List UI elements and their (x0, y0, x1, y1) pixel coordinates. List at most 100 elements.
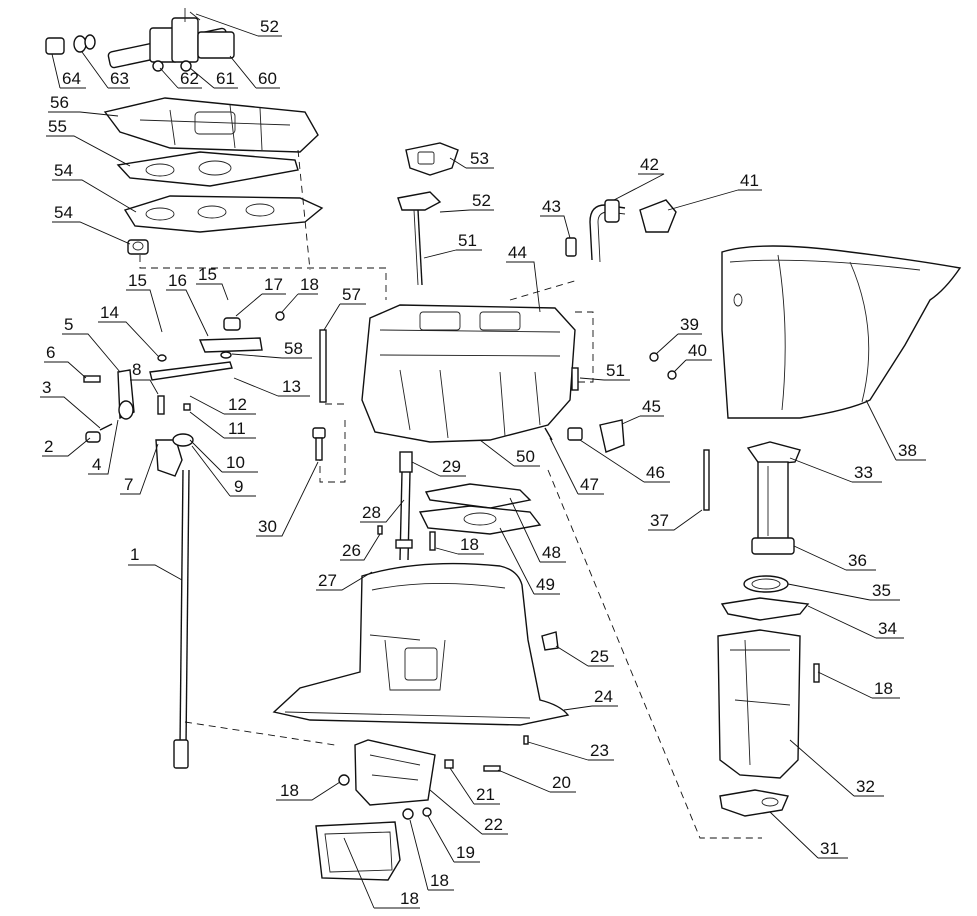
callout-26: 23 (527, 741, 614, 761)
callout-label: 26 (342, 541, 361, 560)
stud-bolt-part (312, 427, 326, 461)
callout-46: 43 (540, 197, 571, 239)
callout-45: 42 (613, 155, 665, 201)
callout-47: 44 (506, 243, 541, 313)
upper-housing-part (361, 304, 576, 443)
pin-part (523, 735, 529, 745)
callout-18a: 18 (281, 275, 319, 313)
callout-label: 17 (264, 275, 283, 294)
callout-37: 34 (807, 605, 904, 639)
nut-part (444, 759, 454, 769)
callout-label: 18 (300, 275, 319, 294)
callout-19: 18 (343, 837, 420, 909)
callout-label: 31 (820, 839, 839, 858)
nut-part (667, 370, 677, 380)
callout-8: 8 (130, 360, 159, 395)
callout-label: 51 (458, 231, 477, 250)
callout-label: 29 (442, 457, 461, 476)
callout-label: 23 (590, 741, 609, 760)
callout-32: 29 (411, 457, 466, 477)
callout-27: 24 (563, 687, 618, 711)
callout-label: 3 (42, 378, 51, 397)
callout-label: 47 (580, 475, 599, 494)
callout-label: 15 (198, 265, 217, 284)
bolt-part (813, 663, 820, 683)
callout-35: 32 (789, 739, 884, 797)
callout-18b: 18 (435, 535, 484, 555)
callout-51: 48 (509, 497, 566, 563)
callout-3: 3 (40, 378, 101, 429)
callout-label: 45 (642, 397, 661, 416)
callout-label: 48 (542, 543, 561, 562)
long-bolt-part (703, 449, 710, 511)
water-hose-part (565, 199, 677, 263)
callout-38: 35 (787, 581, 900, 601)
callout-36: 33 (789, 457, 882, 483)
callout-25: 22 (429, 789, 508, 835)
callout-67: 63 (81, 51, 130, 89)
callout-43: 40 (673, 341, 712, 373)
callout-22: 19 (427, 815, 480, 863)
assembly-lines (139, 149, 762, 839)
callout-label: 18 (430, 871, 449, 890)
bolt-part (483, 765, 501, 772)
skeg-plate-part (315, 821, 401, 881)
callout-label: 15 (128, 271, 147, 290)
callout-17: 17 (235, 275, 286, 317)
callout-60: 55 (46, 117, 131, 167)
callout-12: 12 (189, 395, 256, 415)
callout-label: 1 (130, 545, 139, 564)
callout-34: 31 (769, 811, 848, 859)
callout-label: 12 (228, 395, 247, 414)
callout-label: 24 (594, 687, 613, 706)
bearing-part (127, 239, 149, 255)
callout-64: 60 (229, 55, 280, 89)
callout-label: 40 (688, 341, 707, 360)
callout-15a: 15 (126, 271, 163, 333)
callout-20: 18 (276, 781, 341, 801)
callout-label: 22 (484, 815, 503, 834)
callout-label: 36 (848, 551, 867, 570)
callout-label: 56 (50, 93, 69, 112)
callout-24: 21 (449, 767, 500, 805)
callout-label: 38 (898, 441, 917, 460)
callout-label: 60 (258, 69, 277, 88)
valve-assembly-part (45, 8, 235, 72)
callout-59: 54 (52, 161, 137, 213)
callout-4: 4 (88, 419, 119, 475)
bolt-part (429, 531, 436, 551)
callout-label: 54 (54, 161, 73, 180)
callout-7: 7 (120, 443, 159, 495)
callout-16: 16 (166, 271, 209, 337)
callout-23: 20 (497, 769, 576, 793)
callout-label: 18 (874, 679, 893, 698)
callout-label: 51 (606, 361, 625, 380)
callout-label: 19 (456, 843, 475, 862)
callout-label: 33 (854, 463, 873, 482)
callout-label: 53 (470, 149, 489, 168)
callout-31: 28 (360, 499, 405, 523)
gasket-part (116, 151, 299, 187)
callout-label: 64 (62, 69, 81, 88)
callout-label: 18 (280, 781, 299, 800)
callout-label: 62 (180, 69, 199, 88)
callout-1: 1 (128, 545, 183, 581)
seal-ring-part (743, 575, 789, 593)
callout-label: 37 (650, 511, 669, 530)
callout-label: 39 (680, 315, 699, 334)
callout-label: 46 (646, 463, 665, 482)
callout-label: 61 (216, 69, 235, 88)
callout-label: 30 (258, 517, 277, 536)
callout-label: 9 (234, 477, 243, 496)
callout-56: 52 (439, 191, 494, 213)
callout-54a: 52 (195, 13, 282, 37)
callout-9: 9 (191, 445, 256, 497)
shift-linkage-part (83, 311, 285, 769)
callout-40: 37 (648, 509, 703, 531)
long-bolt-part (319, 329, 327, 403)
callout-label: 42 (640, 155, 659, 174)
drive-shaft-part (395, 451, 413, 561)
callout-label: 63 (110, 69, 129, 88)
callout-21: 18 (409, 819, 454, 891)
callout-label: 54 (54, 203, 73, 222)
